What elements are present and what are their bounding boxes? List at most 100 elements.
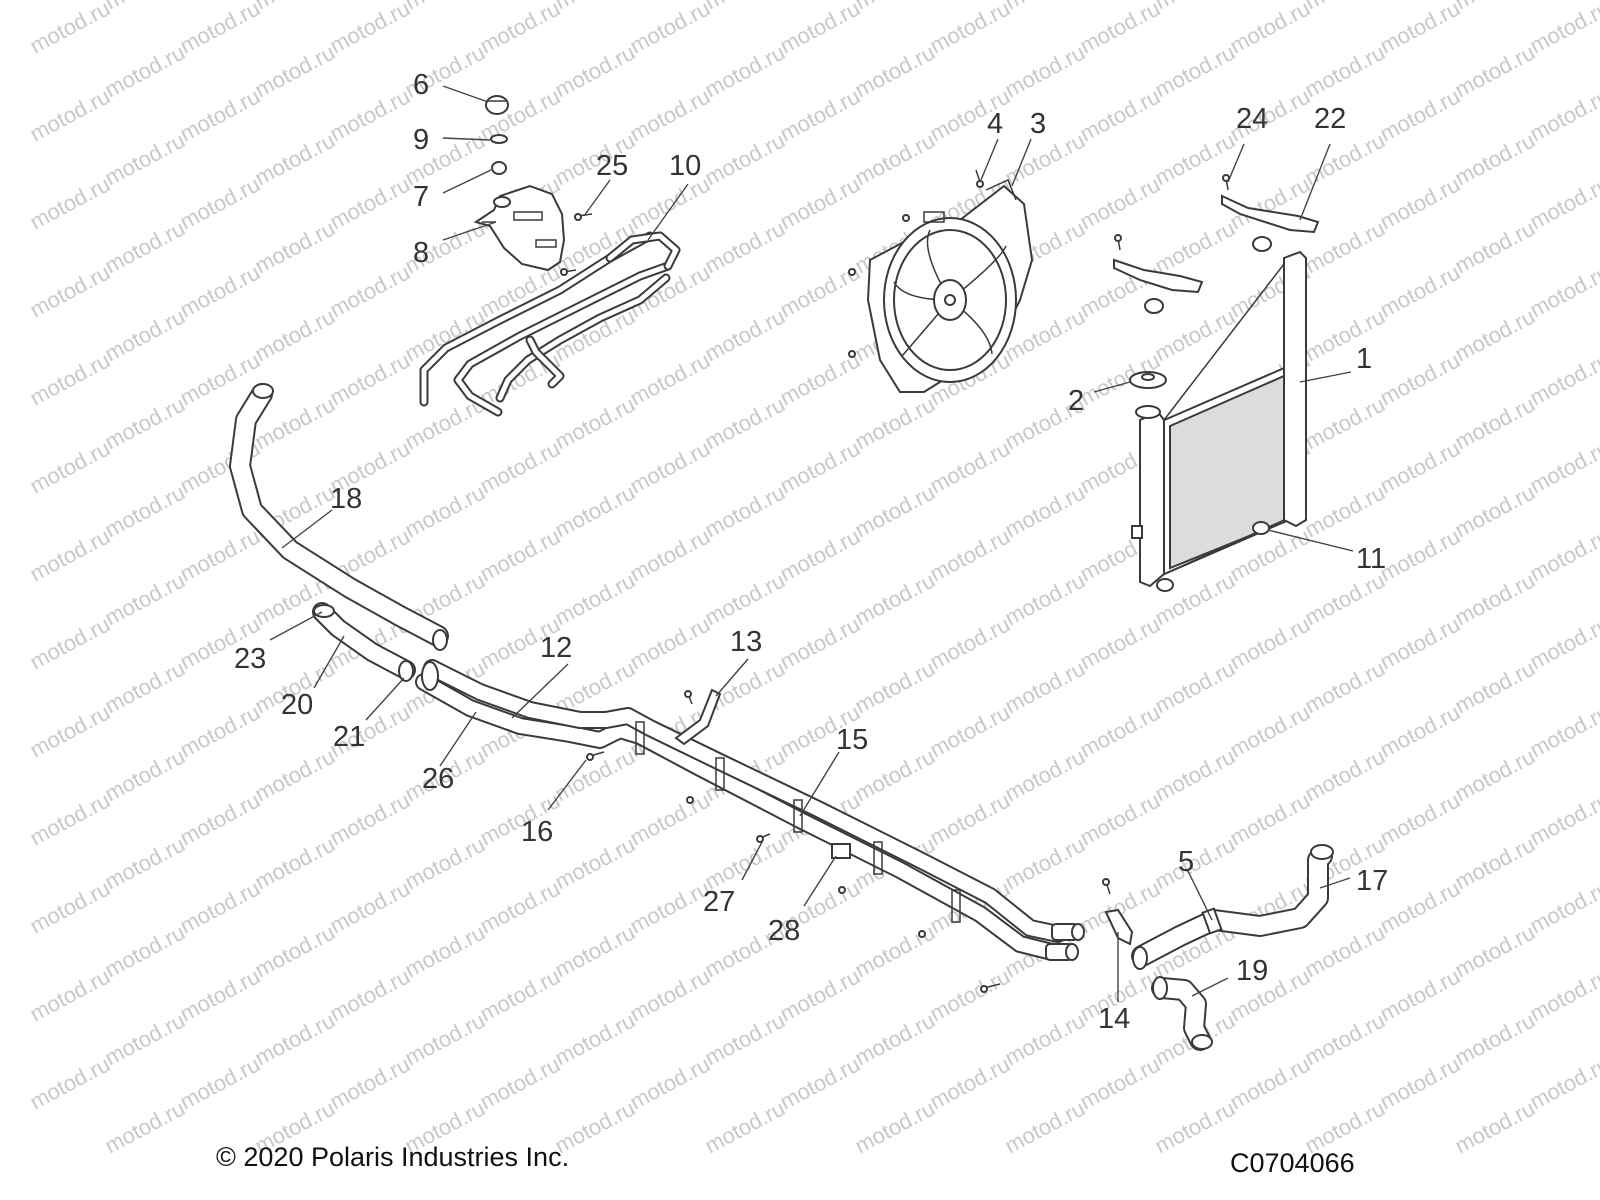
- watermark-text: motod.ru: [851, 656, 939, 719]
- watermark-text: motod.ru: [701, 1096, 789, 1159]
- watermark-text: motod.ru: [401, 920, 489, 983]
- watermark-text: motod.ru: [1526, 1052, 1600, 1115]
- pipe-end-fittings: [1045, 923, 1085, 961]
- part-22-upper-bracket: [1221, 194, 1320, 234]
- watermark-text: motod.ru: [1076, 612, 1164, 675]
- radiator-grommet-bottom: [1156, 578, 1174, 592]
- watermark-text: motod.ru: [626, 524, 714, 587]
- watermark-text: motod.ru: [251, 832, 339, 895]
- callout-27: 27: [703, 886, 735, 918]
- watermark-text: motod.ru: [101, 304, 189, 367]
- watermark-text: motod.ru: [626, 1052, 714, 1115]
- watermark-text: motod.ru: [851, 480, 939, 543]
- part-17-hose: [1131, 844, 1334, 970]
- watermark-text: motod.ru: [101, 480, 189, 543]
- watermark-text: motod.ru: [26, 876, 114, 939]
- watermark-text: motod.ru: [26, 612, 114, 675]
- watermark-text: motod.ru: [1301, 128, 1389, 191]
- callout-21: 21: [333, 721, 365, 753]
- watermark-text: motod.ru: [326, 348, 414, 411]
- watermark-text: motod.ru: [1376, 876, 1464, 939]
- watermark-text: motod.ru: [101, 568, 189, 631]
- watermark-text: motod.ru: [1376, 700, 1464, 763]
- watermark-text: motod.ru: [1451, 568, 1539, 631]
- watermark-text: motod.ru: [1451, 832, 1539, 895]
- watermark-text: motod.ru: [1526, 0, 1600, 58]
- part-20-hose: [312, 602, 416, 680]
- watermark-text: motod.ru: [926, 1052, 1014, 1115]
- watermark-text: motod.ru: [1301, 568, 1389, 631]
- watermark-text: motod.ru: [1076, 700, 1164, 763]
- watermark-text: motod.ru: [1526, 964, 1600, 1027]
- watermark-text: motod.ru: [1001, 480, 1089, 543]
- watermark-text: motod.ru: [626, 788, 714, 851]
- leader-lines: [269, 85, 1354, 1002]
- callout-13: 13: [730, 626, 762, 658]
- watermark-text: motod.ru: [551, 568, 639, 631]
- watermark-text: motod.ru: [1151, 568, 1239, 631]
- watermark-text: motod.ru: [701, 1008, 789, 1071]
- callout-19: 19: [1236, 955, 1268, 987]
- watermark-text: motod.ru: [626, 348, 714, 411]
- watermark-text: motod.ru: [101, 920, 189, 983]
- watermark-text: motod.ru: [1226, 0, 1314, 58]
- watermark-text: motod.ru: [1526, 700, 1600, 763]
- watermark-text: motod.ru: [476, 876, 564, 939]
- watermark-text: motod.ru: [401, 1008, 489, 1071]
- watermark-text: motod.ru: [1001, 568, 1089, 631]
- watermark-text: motod.ru: [1076, 0, 1164, 58]
- watermark-text: motod.ru: [551, 744, 639, 807]
- watermark-text: motod.ru: [1226, 612, 1314, 675]
- watermark-text: motod.ru: [851, 568, 939, 631]
- callout-labels: 1 2 3 4 5 6 7 8 9 10 11 12 13 14 15 16 1…: [234, 69, 1388, 1035]
- watermark-text: motod.ru: [101, 216, 189, 279]
- watermark-text: motod.ru: [1526, 84, 1600, 147]
- watermark-text: motod.ru: [1376, 612, 1464, 675]
- watermark-text: motod.ru: [326, 84, 414, 147]
- watermark-text: motod.ru: [776, 84, 864, 147]
- watermark-text: motod.ru: [26, 700, 114, 763]
- watermark-text: motod.ru: [176, 964, 264, 1027]
- watermark-text: motod.ru: [251, 0, 339, 14]
- part-24-bracket-screw: [1222, 174, 1230, 191]
- part-26-pipe: [415, 673, 1061, 961]
- callout-2: 2: [1068, 385, 1084, 417]
- callout-6: 6: [413, 69, 429, 101]
- watermark-text: motod.ru: [1526, 524, 1600, 587]
- watermark-text: motod.ru: [1451, 480, 1539, 543]
- watermark-text: motod.ru: [551, 832, 639, 895]
- callout-20: 20: [281, 689, 313, 721]
- watermark-text: motod.ru: [551, 920, 639, 983]
- callout-11: 11: [1356, 543, 1386, 575]
- watermark-text: motod.ru: [101, 1096, 189, 1159]
- watermark-text: motod.ru: [1151, 216, 1239, 279]
- watermark-text: motod.ru: [26, 1052, 114, 1115]
- watermark-text: motod.ru: [26, 84, 114, 147]
- watermark-text: motod.ru: [1001, 744, 1089, 807]
- watermark-text: motod.ru: [1301, 0, 1389, 14]
- watermark-text: motod.ru: [1301, 656, 1389, 719]
- part-4-fan-screw: [975, 169, 984, 188]
- watermark-text: motod.ru: [551, 392, 639, 455]
- watermark-text: motod.ru: [701, 304, 789, 367]
- watermark-text: motod.ru: [1526, 876, 1600, 939]
- watermark-text: motod.ru: [26, 788, 114, 851]
- watermark-text: motod.ru: [1151, 744, 1239, 807]
- watermark-text: motod.ru: [1451, 1008, 1539, 1071]
- watermark-text: motod.ru: [1151, 0, 1239, 14]
- watermark-text: motod.ru: [926, 700, 1014, 763]
- bracket-grommet-lower: [1144, 298, 1164, 314]
- part-18-hose: [229, 383, 449, 651]
- watermark-text: motod.ru: [1301, 744, 1389, 807]
- watermark-text: motod.ru: [476, 964, 564, 1027]
- watermark-text: motod.ru: [26, 524, 114, 587]
- watermark-text: motod.ru: [701, 480, 789, 543]
- watermark-text: motod.ru: [1226, 700, 1314, 763]
- lower-bracket: [1113, 234, 1204, 294]
- callout-12: 12: [540, 632, 572, 664]
- watermark-text: motod.ru: [1376, 964, 1464, 1027]
- part-16-screw: [586, 751, 605, 761]
- watermark-text: motod.ru: [1451, 1096, 1539, 1159]
- watermark-text: motod.ru: [1451, 0, 1539, 14]
